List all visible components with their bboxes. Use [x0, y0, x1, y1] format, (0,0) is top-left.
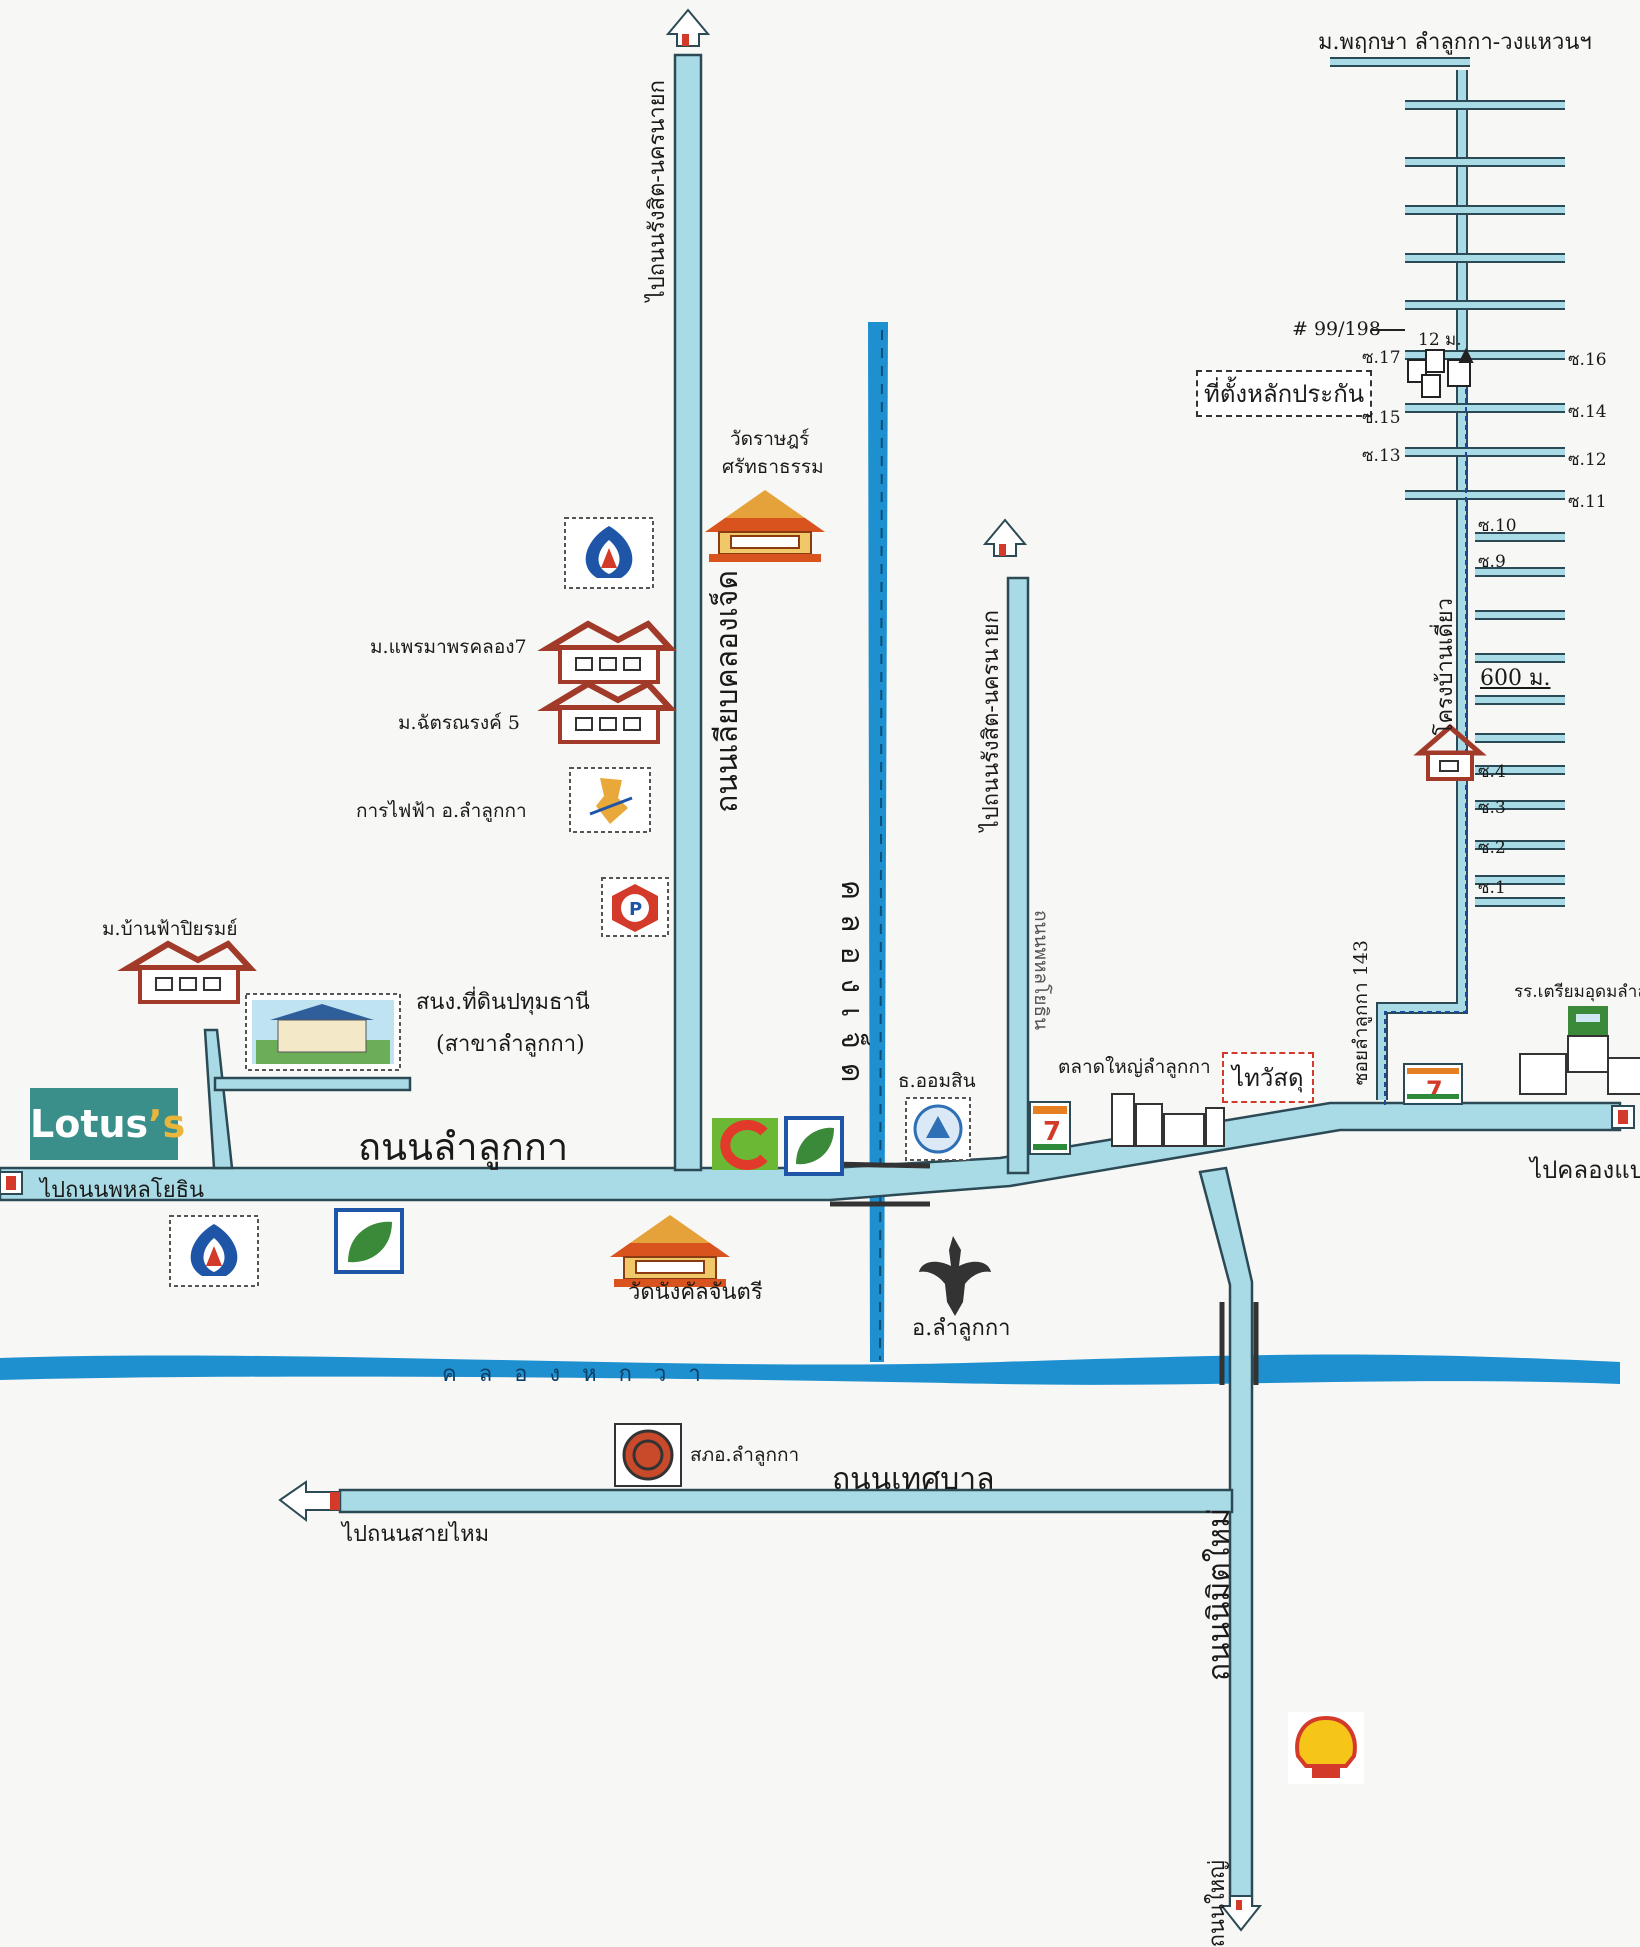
label-road-rangsit-mid: ไปถนนรังสิต-นครนายก [979, 610, 1004, 832]
label-electricity: การไฟฟ้า อ.ลำลูกกา [356, 800, 527, 822]
police-station-icon [614, 1423, 682, 1487]
label-police: สภอ.ลำลูกกา [690, 1444, 800, 1466]
label-distance-600: 600 ม. [1480, 666, 1551, 691]
shell-station-icon [1288, 1712, 1364, 1784]
road-end-marker-left [0, 1171, 23, 1195]
left-arrow-icon [278, 1480, 341, 1523]
label-village-phraema: ม.แพรมาพรคลอง7 [370, 636, 527, 658]
label-village-right: โครงบ้านเดี่ยว [1433, 598, 1458, 736]
label-soi-16: ซ.16 [1568, 350, 1607, 370]
label-land-office-2: (สาขาลำลูกกา) [436, 1032, 585, 1057]
plot-location-marker [1407, 347, 1474, 398]
seven-eleven-icon: 7 [1029, 1101, 1071, 1155]
label-soi-11: ซ.11 [1568, 492, 1607, 512]
label-soi-10: ซ.10 [1478, 516, 1517, 536]
gsb-bank-icon [905, 1097, 971, 1161]
temple-icon [705, 490, 825, 562]
garuda-icon [919, 1236, 991, 1316]
label-to-khlong-pae: ไปคลองแป [1530, 1156, 1640, 1184]
label-soi-2: ซ.2 [1478, 838, 1506, 858]
label-land-office-1: สนง.ที่ดินปทุมธานี [416, 990, 590, 1015]
market-building-icon [1111, 1093, 1225, 1147]
big-c-icon [712, 1118, 778, 1170]
label-temple-top-2: ศรัทธาธรรม [722, 456, 824, 478]
temple-icon [610, 1215, 730, 1287]
label-soi-14: ซ.14 [1568, 402, 1607, 422]
label-soi-143: ซอยลำลูกกา 143 [1350, 940, 1372, 1086]
svg-text:7: 7 [1426, 1076, 1443, 1104]
label-temple-bottom: วัดนังคัลจันตรี [628, 1280, 763, 1305]
label-soi-3: ซ.3 [1478, 798, 1506, 818]
label-road-top-right: ม.พฤกษา ลำลูกกา-วงแหวนฯ [1318, 30, 1592, 55]
label-soi-1: ซ.1 [1478, 878, 1506, 898]
canal-khlong-7 [868, 322, 888, 1362]
label-district: อ.ลำลูกกา [912, 1316, 1011, 1341]
label-to-phahonyothin: ไปถนนพหลโยธิน [40, 1178, 205, 1203]
label-market: ตลาดใหญ่ลำลูกกา [1058, 1056, 1211, 1078]
label-thaiwatsadu: ไทวัสดุ [1222, 1052, 1314, 1103]
label-village-chattarn: ม.ฉัตรณรงค์ 5 [398, 712, 520, 734]
up-arrow-icon [665, 8, 711, 47]
label-road-main: ถนนลำลูกกา [358, 1125, 569, 1169]
electricity-authority-icon [569, 767, 651, 833]
label-to-sai-mai: ไปถนนสายไหม [342, 1522, 490, 1547]
canal-khlong-hok-wa [0, 1354, 1620, 1385]
label-temple-top-1: วัดราษฎร์ [730, 428, 810, 450]
label-soi-4: ซ.4 [1478, 762, 1506, 782]
down-arrow-icon [1219, 1895, 1263, 1932]
house-icon [537, 620, 677, 684]
label-road-rangsit-left: ไปถนนรังสิต-นครนายก [645, 80, 670, 302]
label-soi-17: ซ.17 [1362, 348, 1401, 368]
route-path [1384, 350, 1467, 1105]
label-soi-12: ซ.12 [1568, 450, 1607, 470]
label-location-box[interactable]: ที่ตั้งหลักประกัน [1196, 370, 1373, 417]
label-soi-9: ซ.9 [1478, 552, 1506, 572]
house-icon [537, 680, 677, 744]
svg-text:7: 7 [1043, 1117, 1061, 1147]
sub-soi-lanes-fill [1330, 59, 1565, 905]
bridges [829, 1161, 1259, 1385]
seven-eleven-icon: 7 [1403, 1063, 1463, 1105]
lotus-logo: Lotus’s [30, 1088, 185, 1160]
land-office-photo [245, 993, 401, 1071]
svg-text:P: P [629, 899, 642, 920]
school-building-icon [1519, 1006, 1640, 1095]
label-school: รร.เตรียมอุดมลำลูกกา [1514, 982, 1640, 1002]
up-arrow-icon [982, 518, 1028, 557]
label-road-nimit: ถนนนิมิตใหม่ [1202, 1508, 1237, 1682]
bank-leaf-icon [784, 1116, 844, 1176]
label-road-bottom-end: ถนนใหญ่ [1205, 1860, 1230, 1947]
label-width-12m: 12 ม. [1418, 330, 1462, 350]
label-road-tessaban: ถนนเทศบาล [832, 1462, 995, 1497]
label-soi-15: ซ.15 [1362, 408, 1401, 428]
bank-leaf-icon [334, 1208, 404, 1274]
house-icon [1413, 723, 1487, 781]
label-khlong-7: คลองเจ็ด [834, 880, 869, 1097]
label-road-liap-khlong: ถนนเลียบคลองเจ็ด [710, 570, 745, 813]
label-road-hidden: ถนนพหลโยธิน [1030, 910, 1052, 1031]
ptt-station-icon [169, 1215, 259, 1287]
ptt-station-icon [564, 517, 654, 589]
label-bank-gsb: ธ.ออมสิน [898, 1070, 976, 1092]
label-soi-13: ซ.13 [1362, 446, 1401, 466]
label-address: # 99/198 [1292, 318, 1381, 340]
parking-icon: P [601, 877, 669, 937]
label-khlong-luang: คลองหกวา [442, 1362, 723, 1387]
road-end-marker-right [1611, 1105, 1635, 1129]
house-icon [117, 940, 257, 1004]
label-village-ban-fah: ม.บ้านฟ้าปิยรมย์ [102, 918, 238, 940]
